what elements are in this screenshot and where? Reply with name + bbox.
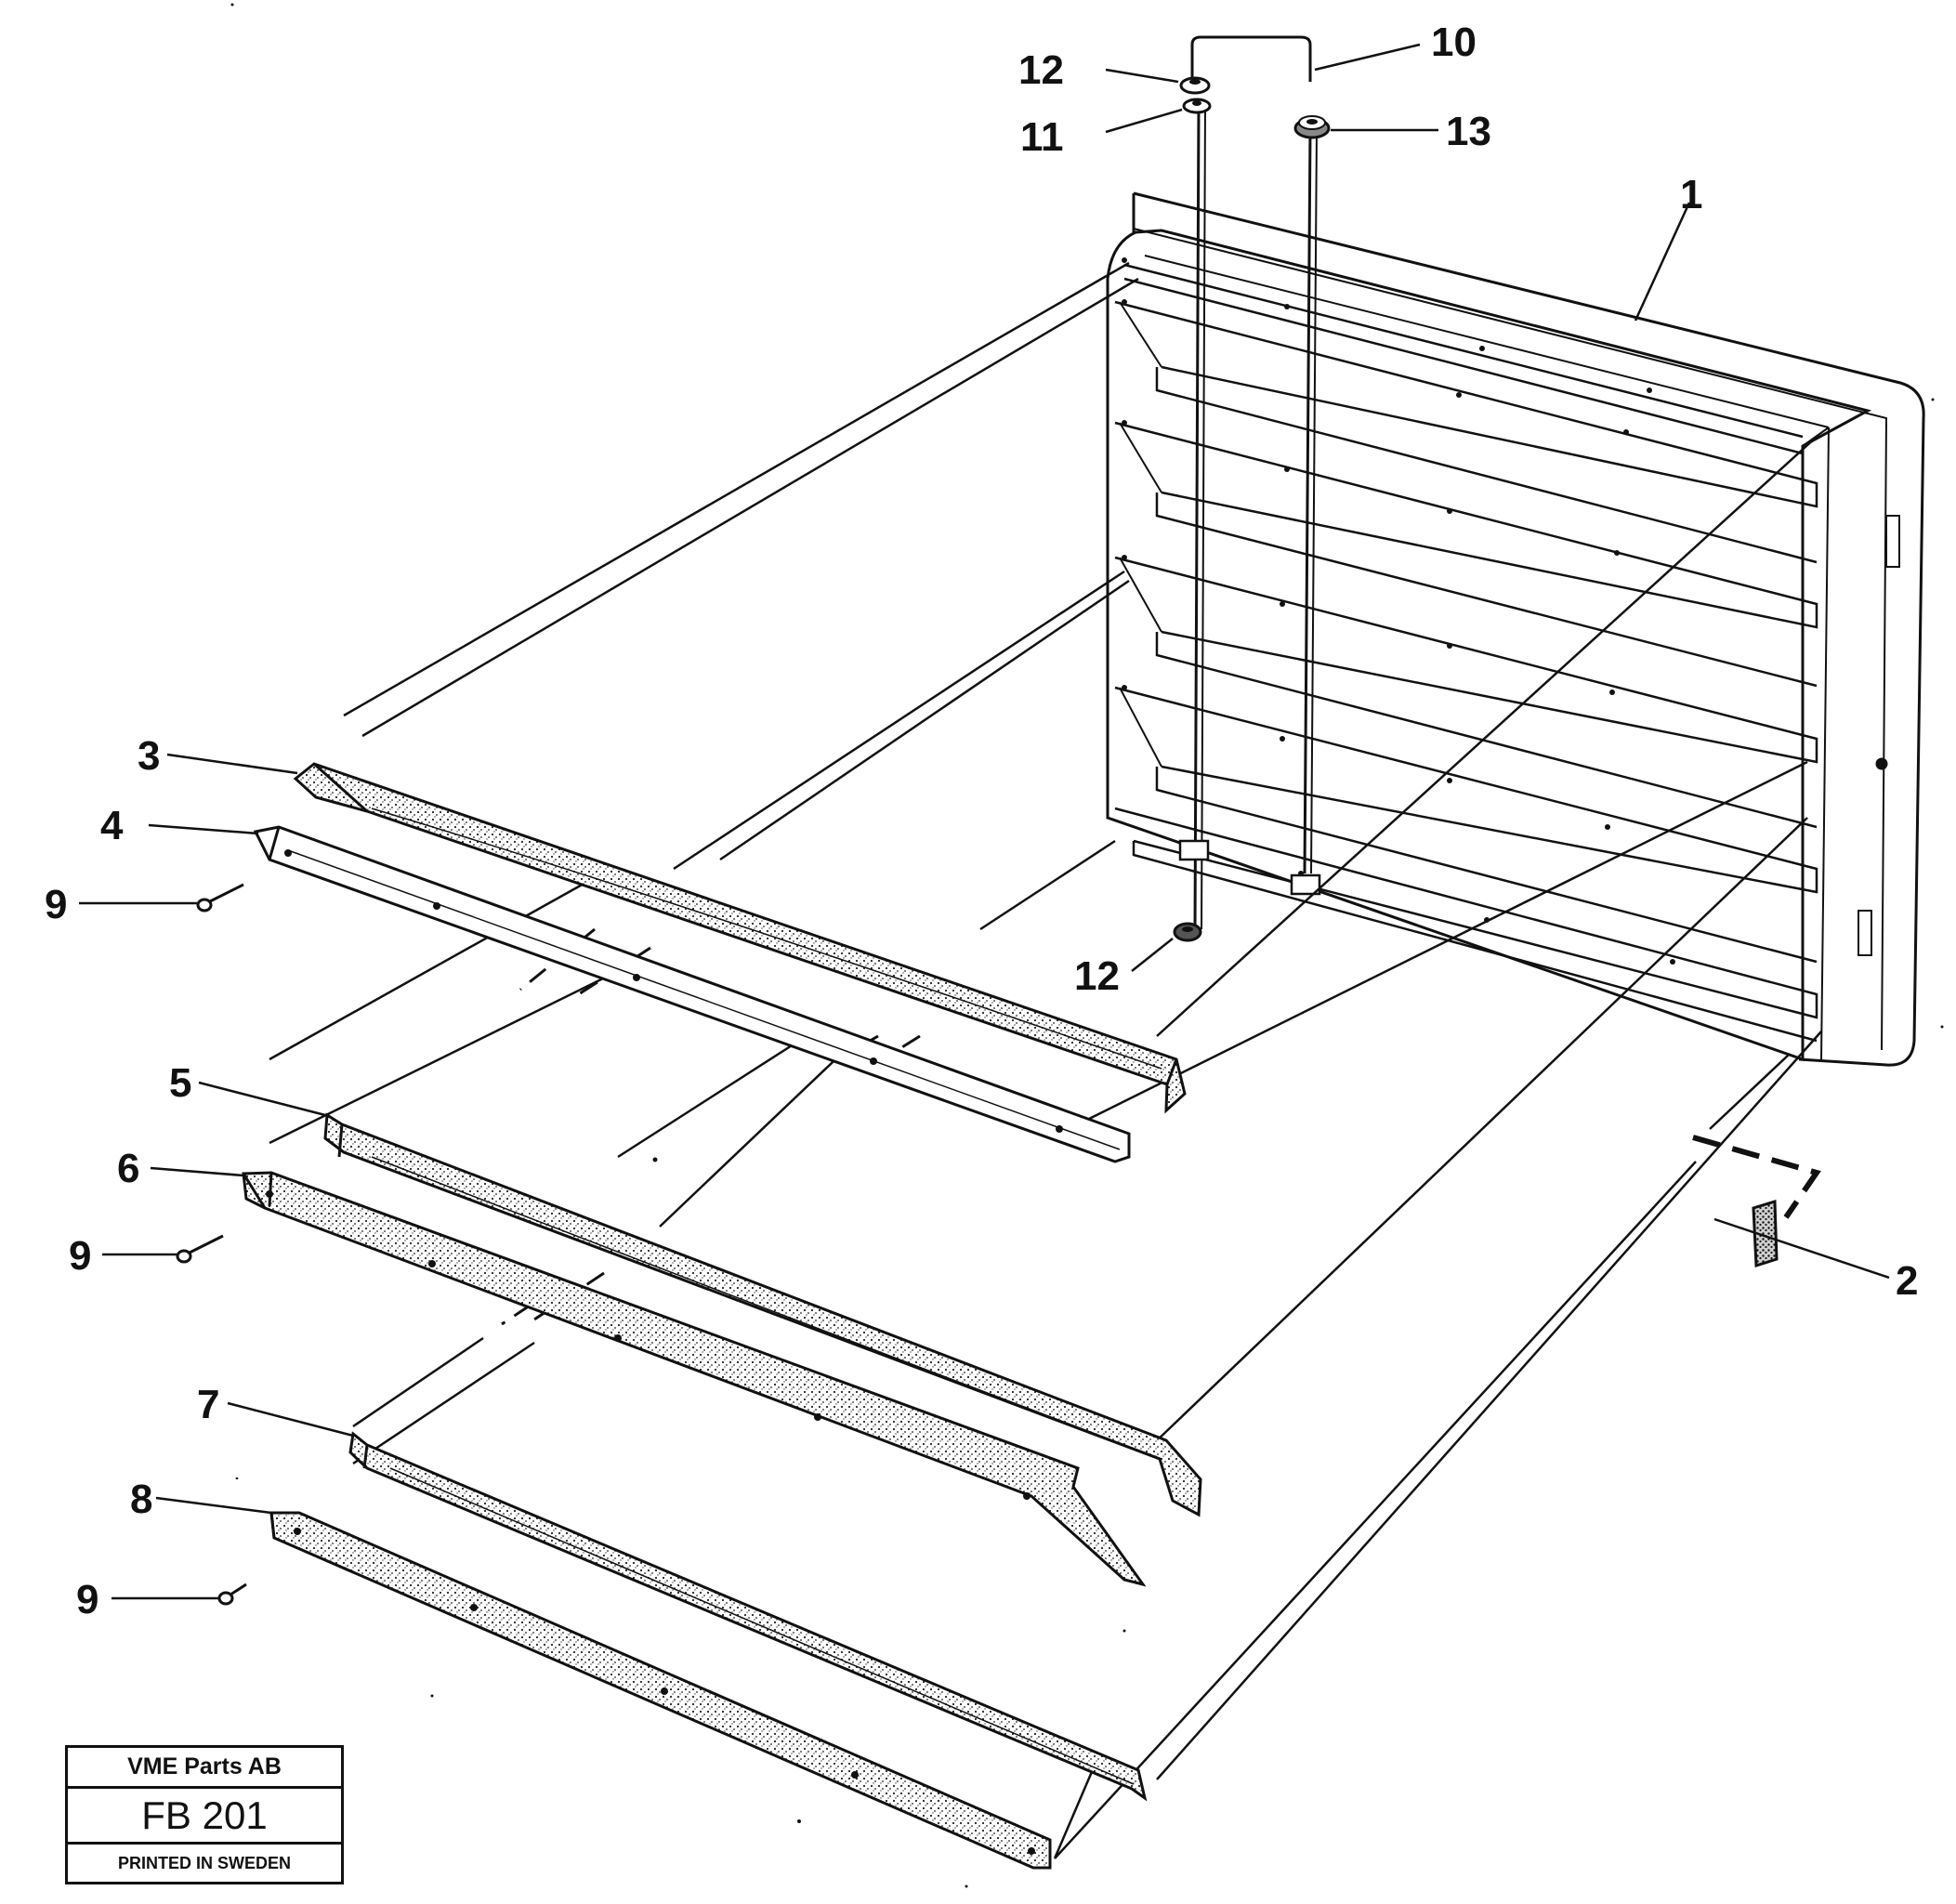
foam-bar-part-6 <box>242 1171 1147 1587</box>
seal-strip-part-5 <box>323 1112 1202 1517</box>
callout-labels: 1 2 3 4 5 6 7 8 9 9 9 10 11 12 12 13 <box>45 20 1918 1622</box>
callout-5: 5 <box>169 1060 191 1106</box>
dashed-bracket-part-2 <box>1692 1135 1821 1219</box>
callout-13: 13 <box>1446 109 1491 154</box>
seal-strip-part-3 <box>293 762 1187 1114</box>
company-name: VME Parts AB <box>68 1748 341 1789</box>
bolt-part-9-mid <box>176 1234 224 1264</box>
bushing-part-13 <box>1293 115 1331 139</box>
callout-6: 6 <box>117 1146 139 1191</box>
grille-frame-part-1 <box>1106 191 1925 1067</box>
callout-2: 2 <box>1896 1258 1918 1304</box>
bolt-part-9-top <box>196 883 244 913</box>
figure-number: FB 201 <box>68 1789 341 1845</box>
leader-lines <box>79 43 1890 1600</box>
foam-bar-part-8 <box>269 1511 1052 1870</box>
callout-8: 8 <box>130 1477 152 1522</box>
hinge-rod-part-10 <box>1190 35 1318 930</box>
callout-9-top: 9 <box>45 882 67 927</box>
foam-pad-part-2 <box>1752 1199 1779 1268</box>
callout-12-top: 12 <box>1018 47 1064 93</box>
washer-part-11 <box>1182 98 1212 114</box>
assembly-lines <box>235 261 1822 1859</box>
angle-profile-part-4 <box>253 825 1131 1163</box>
callout-11: 11 <box>1020 114 1064 160</box>
callout-10: 10 <box>1431 20 1477 65</box>
callout-9-bottom: 9 <box>76 1577 98 1622</box>
callout-7: 7 <box>197 1382 219 1427</box>
callout-9-mid: 9 <box>69 1233 91 1279</box>
washer-part-12-bottom <box>1173 922 1202 942</box>
bolt-part-9-bottom <box>217 1582 247 1606</box>
washer-part-12-top <box>1179 76 1211 95</box>
callout-12-bottom: 12 <box>1074 953 1120 999</box>
seal-strip-part-7 <box>348 1431 1148 1802</box>
callout-1: 1 <box>1680 172 1702 217</box>
hinge-blocks <box>1178 839 1321 896</box>
callout-4: 4 <box>100 803 124 848</box>
scan-specks <box>230 3 1944 1888</box>
callout-3: 3 <box>138 733 160 779</box>
printed-in: PRINTED IN SWEDEN <box>117 1853 291 1872</box>
title-block: VME Parts AB FB 201 PRINTED IN SWEDEN <box>65 1745 344 1884</box>
